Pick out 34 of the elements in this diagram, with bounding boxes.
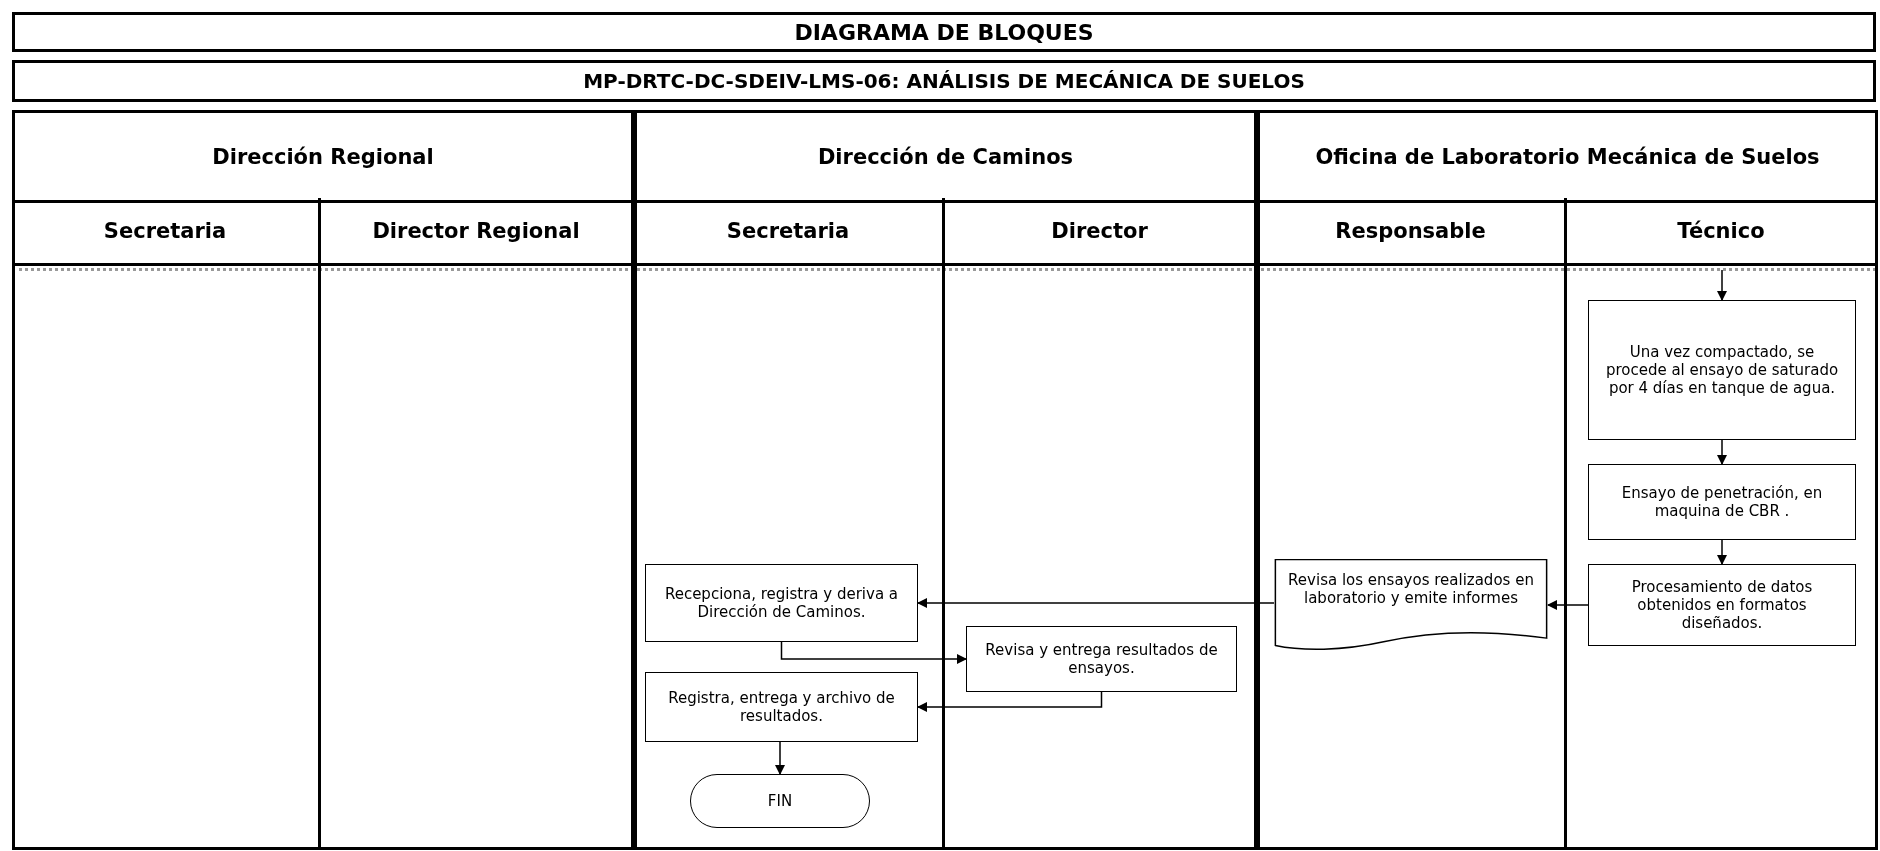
arrow: [780, 641, 967, 664]
lane-header: Director: [945, 198, 1254, 266]
arrow: [1717, 539, 1727, 565]
lane-header: Secretaria: [12, 198, 318, 266]
swimlane: [1257, 198, 1567, 850]
end-terminator: FIN: [690, 774, 870, 828]
title-bar: DIAGRAMA DE BLOQUES: [12, 12, 1876, 52]
swimlane: [12, 198, 321, 850]
lane-header: Oficina de Laboratorio Mecánica de Suelos: [1260, 113, 1875, 203]
lane-header: Director Regional: [321, 198, 631, 266]
lane-header: Responsable: [1257, 198, 1564, 266]
arrow: [1717, 439, 1727, 465]
process-box: Ensayo de penetración, en maquina de CBR .: [1588, 464, 1856, 540]
process-box: Una vez compactado, se procede al ensayo de saturado por 4 días en tanque de agua.: [1588, 300, 1856, 440]
arrow: [917, 691, 1103, 712]
document-text: Revisa los ensayos realizados en laboratorio y emite informes: [1287, 571, 1535, 607]
swimlane: [634, 198, 945, 850]
document-shape: [1274, 559, 1548, 651]
arrow: [1547, 600, 1589, 610]
swimlane: [1257, 110, 1878, 850]
subtitle-bar: MP-DRTC-DC-SDEIV-LMS-06: ANÁLISIS DE MECÁNICA DE SUELOS: [12, 60, 1876, 102]
arrow: [775, 741, 785, 775]
process-box: Procesamiento de datos obtenidos en formatos diseñados.: [1588, 564, 1856, 646]
lane-header: Técnico: [1567, 198, 1875, 266]
lane-header: Dirección de Caminos: [637, 113, 1254, 203]
process-box: Registra, entrega y archivo de resultados.: [645, 672, 918, 742]
process-box: Recepciona, registra y deriva a Dirección de Caminos.: [645, 564, 918, 642]
lane-header: Dirección Regional: [15, 113, 631, 203]
swimlane: [12, 110, 634, 850]
process-box: Revisa y entrega resultados de ensayos.: [966, 626, 1237, 692]
swimlane: [634, 110, 1257, 850]
lane-header: Secretaria: [634, 198, 942, 266]
arrow: [917, 598, 1275, 608]
arrow: [1717, 269, 1727, 301]
